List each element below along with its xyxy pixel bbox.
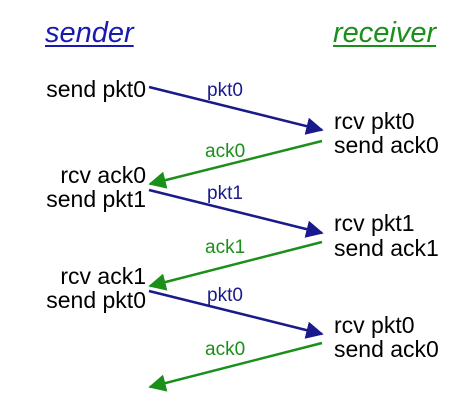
receiver-event-3-line-2: send ack0	[334, 336, 439, 362]
message-label-2: ack0	[205, 141, 246, 162]
message-label-4: ack1	[205, 237, 246, 258]
message-arrow-1	[148, 85, 324, 135]
receiver-event-2-line-2: send ack1	[334, 235, 439, 261]
message-label-3: pkt1	[207, 183, 243, 204]
receiver-event-1-line-2: send ack0	[334, 132, 439, 158]
receiver-event-1-line-1: rcv pkt0	[334, 108, 415, 134]
message-arrow-5	[148, 289, 324, 339]
message-arrow-4	[148, 240, 323, 291]
message-label-5: pkt0	[207, 285, 243, 306]
sender-event-3-line-1: rcv ack1	[60, 263, 146, 289]
sender-header: sender	[45, 17, 134, 49]
message-arrow-2	[148, 139, 323, 189]
receiver-event-3-line-1: rcv pkt0	[334, 312, 415, 338]
sender-event-2-line-2: send pkt1	[46, 186, 146, 212]
receiver-header: receiver	[333, 17, 437, 49]
receiver-event-2-line-1: rcv pkt1	[334, 210, 415, 236]
message-label-1: pkt0	[207, 80, 243, 101]
message-arrow-6	[148, 341, 323, 392]
sender-event-3-line-2: send pkt0	[46, 287, 146, 313]
message-label-6: ack0	[205, 339, 246, 360]
sender-event-2-line-1: rcv ack0	[60, 162, 146, 188]
sender-event-1-line-1: send pkt0	[46, 76, 146, 102]
message-arrow-3	[148, 188, 324, 238]
